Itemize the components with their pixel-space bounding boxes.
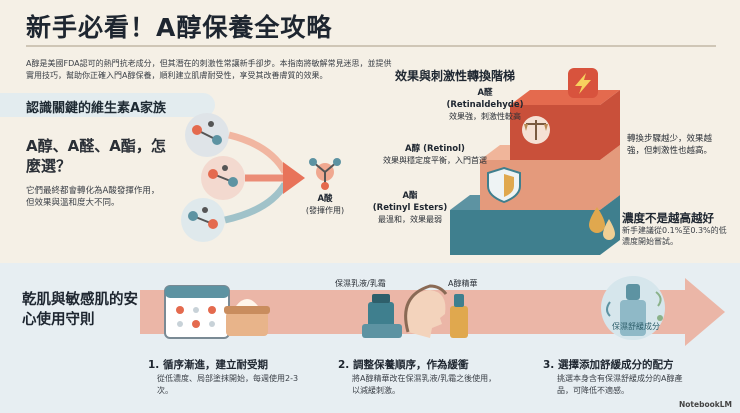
- convert-arrow-icon: [283, 162, 305, 194]
- guide-title: 乾肌與敏感肌的安心使用守則: [22, 292, 138, 328]
- step-low-sub: (Retinyl Esters): [372, 203, 448, 213]
- tip-1-desc: 從低濃度、局部塗抹開始，每週使用2-3次。: [157, 374, 299, 395]
- family-banner: 認識關鍵的維生素A家族: [0, 93, 215, 117]
- molecule-retinoic-acid-icon: [309, 158, 341, 190]
- title-divider: [26, 45, 716, 47]
- step-low-name: A酯: [402, 191, 418, 201]
- family-banner-label: 認識關鍵的維生素A家族: [26, 101, 167, 116]
- tip-2-heading: 2. 調整保養順序，作為緩衝: [338, 359, 469, 371]
- tip-1-heading: 1. 循序漸進，建立耐受期: [148, 359, 268, 371]
- brand-watermark: NotebookLM: [678, 400, 732, 409]
- balance-scale-icon: [522, 116, 550, 144]
- step-mid-desc: 效果與穩定度平衡，入門首選: [383, 156, 487, 165]
- calendar-icon: [164, 285, 230, 339]
- step-top-desc: 效果強，刺激性較高: [449, 112, 521, 121]
- step-top-name: A醛: [477, 88, 493, 98]
- retinoic-acid-label: A酸 (發揮作用): [300, 193, 350, 216]
- shield-icon: [487, 166, 521, 204]
- concentration-desc: 新手建議從0.1%至0.3%的低濃度開始嘗試。: [622, 226, 727, 246]
- tip-2-desc: 將A醇精華改在保濕乳液/乳霜之後使用，以減緩刺激。: [352, 374, 497, 395]
- droplet-icon: [589, 207, 615, 240]
- molecule-ester-icon: [181, 198, 225, 242]
- serum-bottle-icon: [450, 294, 468, 338]
- step-low-label: A酯 (Retinyl Esters) 最溫和，效果最弱: [370, 190, 450, 225]
- cream-jar-icon: [224, 299, 270, 336]
- molecule-retinol-icon: [201, 156, 245, 200]
- family-description: 它們最終都會轉化為A酸發揮作用，但效果與溫和度大不同。: [26, 186, 160, 208]
- moisturizer-icon: [362, 294, 402, 338]
- step-mid-name: A醇 (Retinol): [405, 144, 465, 154]
- step-top-label: A醛 (Retinaldehyde) 效果強，刺激性較高: [440, 87, 530, 122]
- retinoic-acid-note: (發揮作用): [305, 206, 345, 215]
- ladder-title: 效果與刺激性轉換階梯: [395, 69, 516, 83]
- soothing-label: 保濕舒緩成分: [612, 322, 660, 331]
- guide-illustration: [140, 276, 725, 346]
- intro-text: A醇是美國FDA認可的熱門抗老成分，但其潛在的刺激性常讓新手卻步。本指南將敏解常…: [26, 59, 392, 80]
- ladder-illustration: [450, 68, 620, 255]
- lightning-icon: [568, 68, 598, 98]
- step-top-sub: (Retinaldehyde): [446, 100, 524, 110]
- page-title: 新手必看！A醇保養全攻略: [26, 13, 333, 42]
- ladder-side-note: 轉換步驟越少，效果越強，但刺激性也越高。: [627, 134, 713, 156]
- face-profile-icon: [404, 284, 448, 338]
- soothing-bottle-icon: [601, 276, 665, 340]
- molecule-retinal-icon: [185, 113, 229, 157]
- tip-3-desc: 挑選本身含有保濕舒緩成分的A醇產品，可降低不適感。: [557, 374, 683, 395]
- family-question: A醇、A醛、A酯，怎麼選？: [26, 137, 166, 175]
- step-mid-label: A醇 (Retinol) 效果與穩定度平衡，入門首選: [375, 143, 495, 166]
- concentration-heading: 濃度不是越高越好: [622, 211, 714, 225]
- molecule-illustration: [181, 113, 341, 242]
- moisturizer-label: 保濕乳液/乳霜: [335, 279, 386, 288]
- retinoic-acid-name: A酸: [317, 194, 333, 204]
- step-low-desc: 最溫和，效果最弱: [378, 215, 442, 224]
- tip-3-heading: 3. 選擇添加舒緩成分的配方: [543, 359, 674, 371]
- serum-label: A醇精華: [448, 279, 478, 288]
